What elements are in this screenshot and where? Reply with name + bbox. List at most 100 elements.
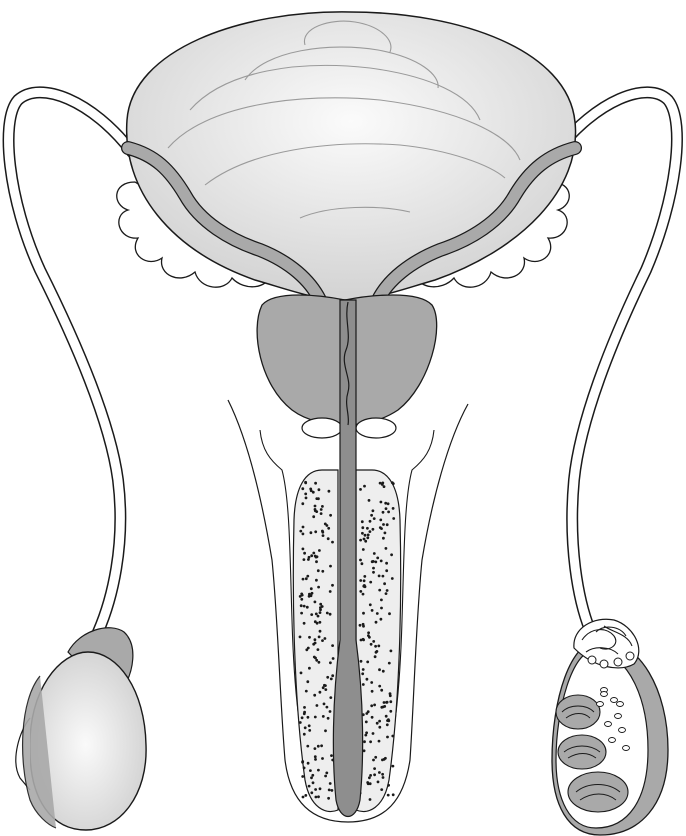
stipple-dot [380,599,383,602]
stipple-dot [317,615,320,618]
stipple-dot [303,711,306,714]
stipple-dot [330,754,333,757]
stipple-dot [363,579,366,582]
stipple-dot [321,505,324,508]
stipple-dot [327,717,330,720]
stipple-dot [380,527,383,530]
stipple-dot [320,512,323,515]
stipple-dot [304,726,307,729]
stipple-dot [373,767,376,770]
stipple-dot [308,729,311,732]
stipple-dot [326,676,329,679]
stipple-dot [300,593,303,596]
stipple-dot [310,531,313,534]
stipple-dot [373,552,376,555]
stipple-dot [368,776,371,779]
stipple-dot [314,758,317,761]
stipple-dot [300,598,303,601]
stipple-dot [376,557,379,560]
stipple-dot [317,795,320,798]
stipple-dot [316,704,319,707]
stipple-dot [324,729,327,732]
stipple-dot [332,657,335,660]
stipple-dot [377,781,380,784]
stipple-dot [372,509,375,512]
stipple-dot [373,773,376,776]
stipple-dot [306,745,309,748]
stipple-dot [373,704,376,707]
stipple-dot [327,527,330,530]
stipple-dot [318,488,321,491]
stipple-dot [360,660,363,663]
stipple-dot [322,534,325,537]
stipple-dot [359,488,362,491]
stipple-dot [378,685,381,688]
rete-dot [597,702,604,707]
stipple-dot [319,606,322,609]
stipple-dot [314,601,317,604]
stipple-dot [302,796,305,799]
stipple-dot [368,499,371,502]
stipple-dot [314,530,317,533]
stipple-dot [315,796,318,799]
stipple-dot [374,655,377,658]
stipple-dot [363,485,366,488]
stipple-dot [359,590,362,593]
stipple-dot [321,757,324,760]
stipple-dot [319,621,322,624]
stipple-dot [313,694,316,697]
stipple-dot [392,793,395,796]
stipple-dot [308,724,311,727]
stipple-dot [312,643,315,646]
stipple-dot [365,721,368,724]
stipple-dot [329,710,332,713]
stipple-dot [322,715,325,718]
stipple-dot [362,683,365,686]
stipple-dot [299,636,302,639]
stipple-dot [308,593,311,596]
stipple-dot [318,549,321,552]
stipple-dot [385,592,388,595]
stipple-dot [366,527,369,530]
vas-deferens-left [9,92,132,632]
rete-dot [609,738,616,743]
rete-dot [611,698,618,703]
stipple-dot [372,528,375,531]
stipple-dot [363,740,366,743]
stipple-dot [327,537,330,540]
stipple-dot [314,657,317,660]
stipple-dot [378,720,381,723]
stipple-dot [306,606,309,609]
stipple-dot [367,634,370,637]
stipple-dot [312,515,315,518]
stipple-dot [316,622,319,625]
rete-dot [617,702,624,707]
stipple-dot [322,686,325,689]
stipple-dot [359,624,362,627]
stipple-dot [365,731,368,734]
stipple-dot [319,603,322,606]
stipple-dot [391,577,394,580]
stipple-dot [312,781,315,784]
stipple-dot [361,532,364,535]
stipple-dot [376,612,379,615]
stipple-dot [364,534,367,537]
stipple-dot [370,681,373,684]
stipple-dot [390,553,393,556]
stipple-dot [318,636,321,639]
stipple-dot [319,611,322,614]
stipple-dot [359,539,362,542]
stipple-dot [388,612,391,615]
stipple-dot [303,605,306,608]
stipple-dot [301,761,304,764]
stipple-dot [381,482,384,485]
stipple-dot [387,784,390,787]
stipple-dot [369,603,372,606]
stipple-dot [380,618,383,621]
stipple-dot [359,559,362,562]
stipple-dot [371,716,374,719]
stipple-dot [302,526,305,529]
stipple-dot [314,482,317,485]
stipple-dot [317,745,320,748]
stipple-dot [315,560,318,563]
